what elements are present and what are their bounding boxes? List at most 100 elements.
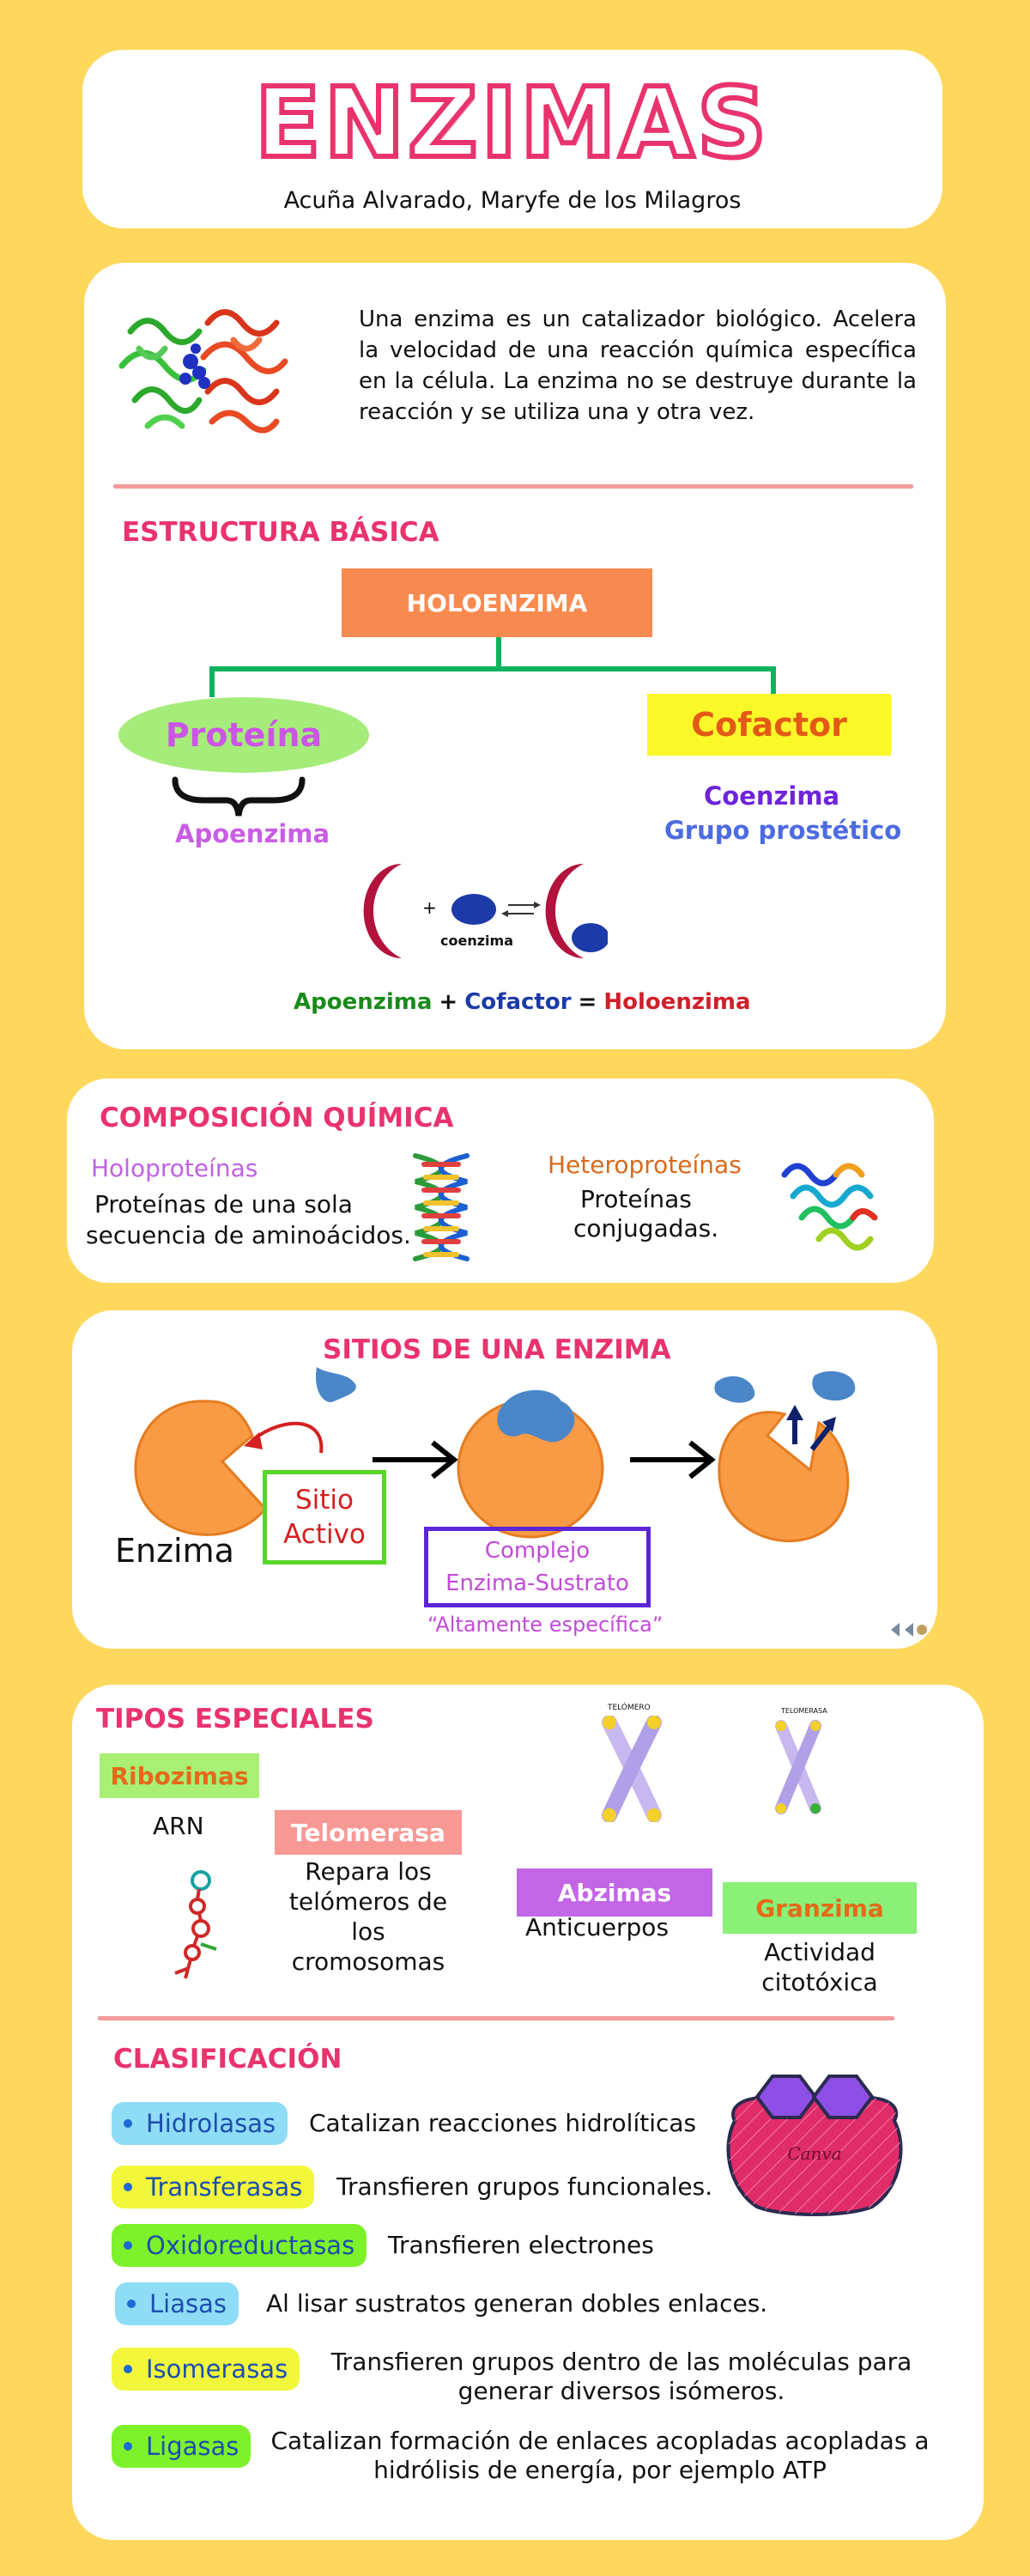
- holoenzima-box: HOLOENZIMA: [342, 568, 652, 637]
- grupo-prostetico-label: Grupo prostético: [664, 816, 902, 845]
- brace-icon: [172, 776, 306, 817]
- clasificacion-desc-line: Catalizan formación de enlaces acopladas…: [270, 2427, 930, 2455]
- bullet-icon: [124, 2442, 132, 2451]
- clasificacion-name: Transferasas: [146, 2172, 303, 2202]
- clasificacion-desc-line: generar diversos isómeros.: [457, 2377, 785, 2405]
- watermark-logo-icon: [891, 1623, 927, 1637]
- clasificacion-desc: Al lisar sustratos generan dobles enlace…: [266, 2289, 767, 2318]
- telomerasa-desc-line: telómeros de: [288, 1887, 448, 1916]
- canva-logo-text: Canva: [787, 2143, 841, 2164]
- complejo-label: Complejo: [484, 1538, 591, 1564]
- telomerasa-desc: Repara los telómeros de los cromosomas: [275, 1856, 462, 1977]
- clasificacion-desc-line: Transfieren grupos funcionales.: [336, 2172, 713, 2201]
- equation-plus: +: [439, 989, 458, 1015]
- clasificacion-name: Ligasas: [146, 2432, 239, 2461]
- holoproteinas-desc-1: Proteínas de una sola: [94, 1190, 353, 1218]
- activo-label: Activo: [283, 1519, 366, 1550]
- section-title-composicion: COMPOSICIÓN QUÍMICA: [100, 1103, 454, 1133]
- clasificacion-item-transferasas: Transferasas: [112, 2166, 315, 2208]
- equation-holoenzima: Holoenzima: [603, 989, 751, 1015]
- canva-logo-icon: Canva: [726, 2075, 903, 2216]
- arn-label: ARN: [153, 1812, 204, 1840]
- divider: [113, 484, 913, 489]
- holoproteinas-desc-2: secuencia de aminoácidos.: [86, 1221, 411, 1249]
- clasificacion-desc-line: Transfieren grupos dentro de las molécul…: [330, 2348, 912, 2376]
- telomerasa-desc-line: los: [351, 1917, 385, 1946]
- heteroproteinas-desc-1: Proteínas: [580, 1185, 692, 1213]
- clasificacion-item-oxidoreductasas: Oxidoreductasas: [112, 2224, 367, 2267]
- holoproteinas-title: Holoproteínas: [91, 1154, 258, 1182]
- chromosome-image: [775, 1720, 821, 1814]
- telomerasa-small-label: TELOMERASA: [781, 1707, 827, 1715]
- section-title-estructura: ESTRUCTURA BÁSICA: [122, 517, 439, 548]
- enzima-label: Enzima: [115, 1532, 234, 1570]
- clasificacion-name: Oxidoreductasas: [146, 2231, 355, 2260]
- enzyme-protein-image: [118, 309, 288, 434]
- clasificacion-desc-line: Transfieren electrones: [388, 2231, 654, 2259]
- chromosome-image: [602, 1716, 662, 1822]
- holoenzyme-diagram: +: [363, 864, 608, 958]
- abzimas-box: Abzimas: [517, 1868, 712, 1917]
- telomero-label: TELÓMERO: [608, 1704, 651, 1712]
- rna-structure-image: [174, 1870, 217, 1979]
- section-title-clasificacion: CLASIFICACIÓN: [113, 2044, 342, 2075]
- granzima-desc-line: citotóxica: [761, 1968, 878, 1996]
- heteroproteinas-title: Heteroproteínas: [548, 1151, 742, 1179]
- holoenzyme-equation: Apoenzima + Cofactor = Holoenzima: [294, 989, 751, 1015]
- bullet-icon: [124, 2119, 132, 2128]
- svg-text:+: +: [422, 897, 437, 918]
- sitio-label: Sitio: [294, 1485, 354, 1516]
- granzima-box: Granzima: [723, 1882, 917, 1934]
- clasificacion-desc: Transfieren grupos funcionales.: [336, 2172, 712, 2202]
- proteina-ellipse: Proteína: [118, 697, 369, 773]
- cofactor-box: Cofactor: [647, 694, 891, 756]
- equation-apoenzima: Apoenzima: [294, 989, 433, 1015]
- enzyme-site-diagram: [134, 1367, 856, 1543]
- clasificacion-desc: Catalizan formación de enlaces acopladas…: [261, 2427, 939, 2485]
- telomerasa-box: Telomerasa: [275, 1810, 462, 1855]
- complejo-box: Complejo Enzima-Sustrato: [424, 1527, 651, 1607]
- anticuerpos-label: Anticuerpos: [525, 1913, 670, 1941]
- granzima-desc: Actividad citotóxica: [723, 1937, 917, 1997]
- tree-line: [496, 637, 501, 671]
- coenzima-label: Coenzima: [704, 781, 840, 811]
- equation-cofactor: Cofactor: [464, 989, 572, 1015]
- tree-line: [209, 666, 776, 671]
- tree-line: [209, 666, 215, 697]
- clasificacion-item-ligasas: Ligasas: [112, 2425, 251, 2468]
- clasificacion-desc: Catalizan reacciones hidrolíticas: [309, 2109, 696, 2138]
- telomerasa-desc-line: Repara los: [305, 1857, 432, 1886]
- apoenzima-label: Apoenzima: [175, 819, 330, 848]
- heteroproteinas-desc-2: conjugadas.: [573, 1214, 719, 1242]
- clasificacion-desc-line: Catalizan reacciones hidrolíticas: [309, 2109, 697, 2137]
- enzima-sustrato-label: Enzima-Sustrato: [445, 1571, 629, 1596]
- coenzima-diagram-label: coenzima: [440, 933, 513, 949]
- bullet-icon: [124, 2183, 132, 2191]
- page-title: ENZIMAS: [252, 68, 770, 179]
- granzima-desc-line: Actividad: [764, 1938, 876, 1966]
- author-name: Acuña Alvarado, Maryfe de los Milagros: [283, 187, 742, 214]
- composicion-card: COMPOSICIÓN QUÍMICA Holoproteínas Proteí…: [67, 1078, 934, 1283]
- title-card: ENZIMAS Acuña Alvarado, Maryfe de los Mi…: [82, 50, 942, 228]
- bullet-icon: [124, 2365, 132, 2373]
- ribozimas-box: Ribozimas: [100, 1753, 259, 1798]
- section-title-sitios: SITIOS DE UNA ENZIMA: [323, 1334, 671, 1365]
- proteina-label: Proteína: [165, 716, 323, 754]
- clasificacion-item-hidrolasas: Hidrolasas: [112, 2102, 288, 2145]
- bullet-icon: [127, 2300, 136, 2308]
- clasificacion-desc: Transfieren grupos dentro de las molécul…: [312, 2348, 930, 2406]
- telomerasa-desc-line: cromosomas: [291, 1947, 445, 1976]
- sitios-card: SITIOS DE UNA ENZIMA Enzima Sitio Activo: [72, 1310, 937, 1649]
- sitio-activo-box: Sitio Activo: [263, 1470, 386, 1564]
- divider: [98, 2016, 894, 2020]
- clasificacion-desc: Transfieren electrones: [388, 2231, 654, 2260]
- equation-equals: =: [578, 989, 597, 1015]
- section-title-tipos: TIPOS ESPECIALES: [96, 1704, 374, 1735]
- bullet-icon: [124, 2241, 132, 2250]
- clasificacion-item-isomerasas: Isomerasas: [112, 2348, 300, 2391]
- clasificacion-name: Liasas: [149, 2289, 227, 2318]
- intro-text: Una enzima es un catalizador biológico. …: [359, 307, 917, 425]
- tree-line: [771, 666, 776, 697]
- clasificacion-desc-line: hidrólisis de energía, por ejemplo ATP: [373, 2456, 827, 2484]
- tipos-card: TIPOS ESPECIALES Ribozimas ARN Telomeras…: [72, 1685, 984, 2540]
